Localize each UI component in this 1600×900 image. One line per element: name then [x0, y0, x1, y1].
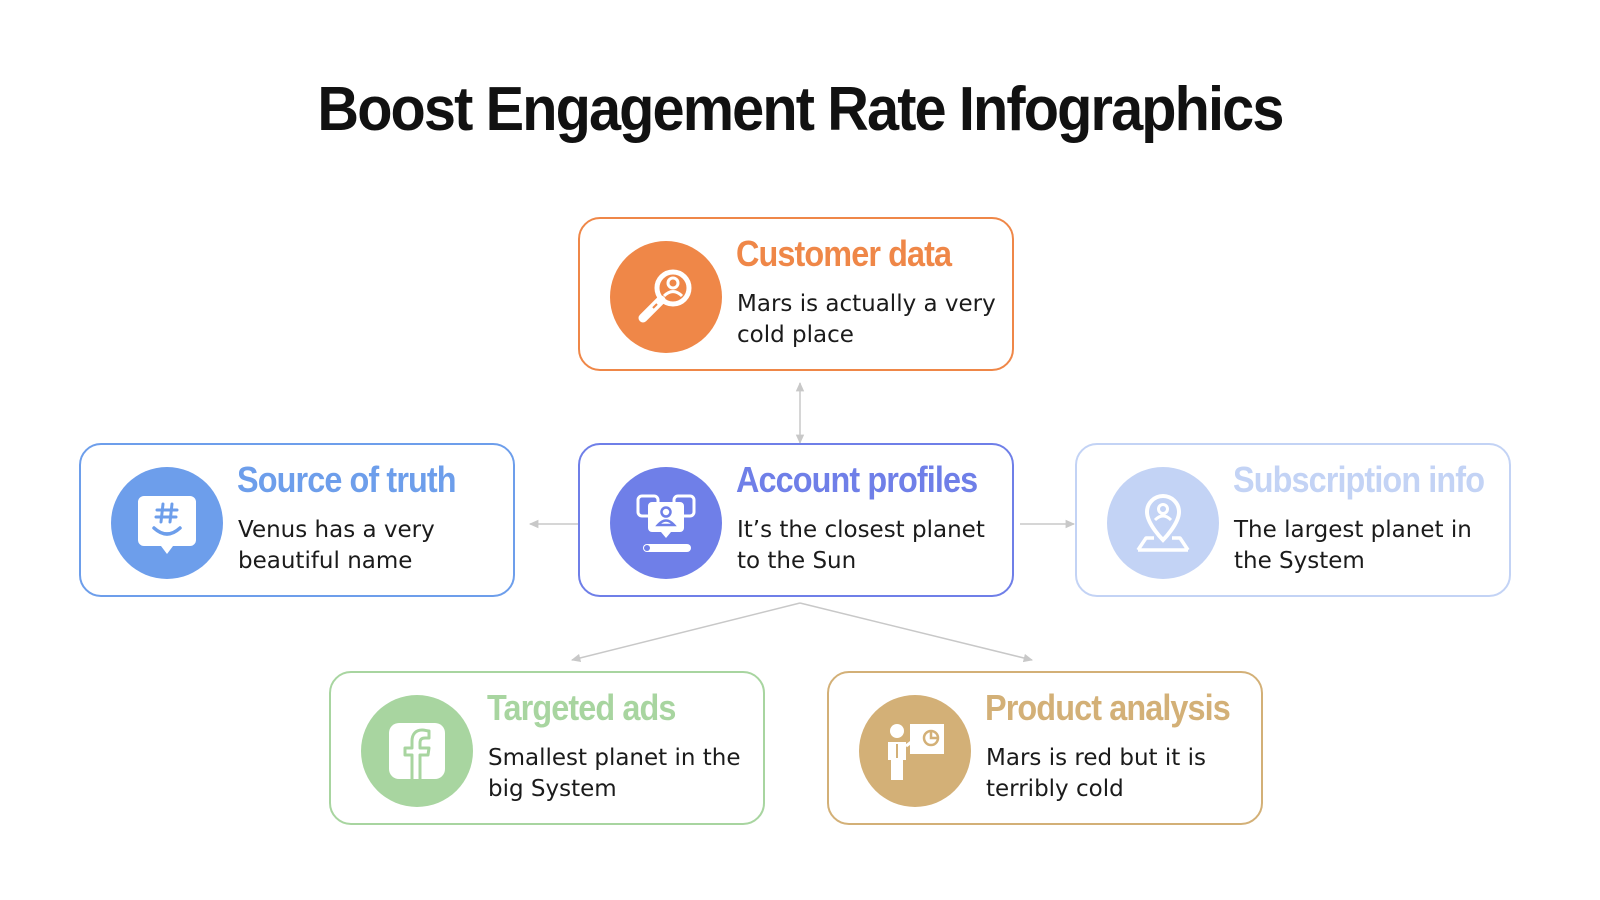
card-targeted-ads: Targeted ads Smallest planet in the big … [329, 671, 765, 825]
presentation-icon [859, 695, 971, 807]
card-description: Smallest planet in the big System [488, 745, 741, 802]
card-product-analysis: Product analysis Mars is red but it is t… [827, 671, 1263, 825]
card-subscription-info: Subscription info The largest planet in … [1075, 443, 1511, 597]
card-title: Subscription info [1233, 459, 1485, 500]
profile-chat-icon [610, 467, 722, 579]
magnifier-user-icon [610, 241, 722, 353]
card-title: Source of truth [237, 459, 457, 500]
card-title: Targeted ads [487, 687, 676, 728]
card-source-of-truth: Source of truth Venus has a very beautif… [79, 443, 515, 597]
card-description: The largest planet in the System [1234, 517, 1472, 574]
card-customer-data: Customer data Mars is actually a very co… [578, 217, 1014, 371]
hashtag-chat-icon [111, 467, 223, 579]
card-description: Mars is red but it is terribly cold [986, 745, 1206, 802]
card-description: Venus has a very beautiful name [238, 517, 435, 574]
facebook-icon [361, 695, 473, 807]
card-account-profiles: Account profiles It’s the closest planet… [578, 443, 1014, 597]
card-title: Product analysis [985, 687, 1231, 728]
card-description: Mars is actually a very cold place [737, 291, 996, 348]
connector-account-to-product [799, 602, 1034, 663]
card-description: It’s the closest planet to the Sun [737, 517, 985, 574]
connector-account-to-targeted [570, 602, 801, 663]
page-title: Boost Engagement Rate Infographics [317, 75, 1284, 144]
card-title: Account profiles [736, 459, 978, 500]
location-user-icon [1107, 467, 1219, 579]
card-title: Customer data [736, 233, 952, 274]
